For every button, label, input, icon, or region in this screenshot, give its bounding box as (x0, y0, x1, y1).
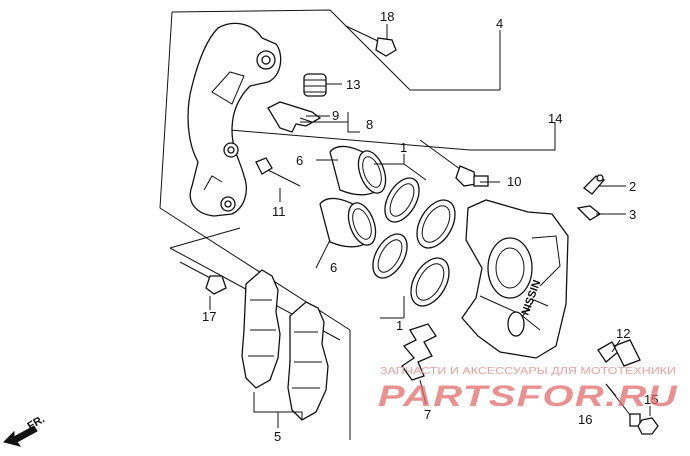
bleeder-2 (583, 174, 606, 195)
callout-2: 2 (629, 179, 636, 194)
callout-10: 10 (507, 174, 521, 189)
front-label: FR. (26, 413, 47, 432)
front-arrow-icon (3, 425, 38, 447)
nut-15 (637, 417, 659, 435)
watermark-brand: PARTSFOR.RU (378, 380, 678, 413)
pad-clip-7 (401, 323, 437, 381)
callout-6-lower: 6 (330, 260, 337, 275)
piston-upper (329, 145, 387, 196)
callout-3: 3 (629, 207, 636, 222)
callout-16: 16 (578, 412, 592, 427)
boot-13 (303, 73, 340, 97)
cap-3 (576, 205, 602, 221)
watermark: ЗАПЧАСТИ И АКСЕССУАРЫ ДЛЯ МОТОТЕХНИКИ PA… (378, 366, 678, 413)
callout-1-lower: 1 (396, 318, 403, 333)
callout-11: 11 (272, 204, 286, 219)
seals-1 (372, 177, 456, 307)
caliper-bracket (187, 22, 282, 217)
callout-15: 15 (644, 392, 658, 407)
callout-9: 9 (332, 108, 339, 123)
callout-4: 4 (496, 16, 503, 31)
bolt-17 (179, 261, 227, 295)
callout-6-upper: 6 (296, 153, 303, 168)
callout-7: 7 (424, 407, 431, 422)
brake-pads-5 (241, 269, 329, 421)
front-direction-marker: FR. (3, 413, 47, 447)
callout-5: 5 (274, 429, 281, 444)
pad-spring-9 (267, 101, 322, 133)
callout-13: 13 (346, 77, 360, 92)
leader-lines (209, 24, 651, 428)
pin-12 (597, 339, 641, 367)
callout-18: 18 (380, 9, 394, 24)
watermark-tagline: ЗАПЧАСТИ И АКСЕССУАРЫ ДЛЯ МОТОТЕХНИКИ (380, 366, 676, 377)
pin-10 (419, 139, 489, 187)
piston-lower (319, 197, 377, 248)
callout-12: 12 (616, 326, 630, 341)
callout-1-upper: 1 (400, 140, 407, 155)
callout-labels: 18 4 13 9 8 14 1 6 10 2 3 11 6 17 1 12 1… (202, 9, 658, 444)
caliper-body-14: NISSIN (461, 199, 569, 359)
bolt-11 (255, 157, 301, 187)
callout-8: 8 (366, 117, 373, 132)
callout-14: 14 (548, 111, 562, 126)
callout-17: 17 (202, 309, 216, 324)
